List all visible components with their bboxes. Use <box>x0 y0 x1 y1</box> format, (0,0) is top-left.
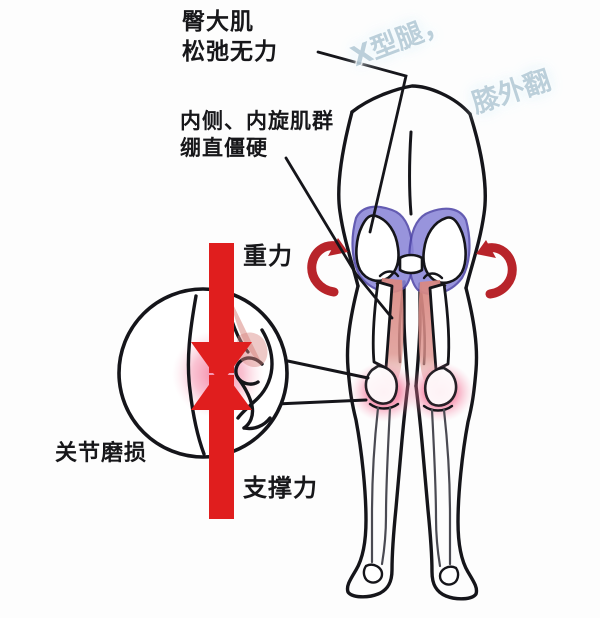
annotation-gravity: 重力 <box>243 242 293 270</box>
support-arrow-head <box>191 368 252 410</box>
pelvis-bones <box>355 214 467 285</box>
annotation-gluteus-maximus: 臀大肌 松弛无力 <box>182 8 278 68</box>
annotation-gluteus-line1: 臀大肌 <box>182 9 254 35</box>
body-outline <box>337 84 487 601</box>
gravity-arrow-head <box>191 342 252 384</box>
ankle-bones <box>362 563 460 586</box>
rotation-arrow-left <box>307 238 348 297</box>
leader-line-glute <box>316 50 408 234</box>
force-arrow-column <box>191 243 252 519</box>
magnifier-connector-lines <box>274 358 370 406</box>
annotation-adductor-line2: 绷直僵硬 <box>180 136 268 161</box>
annotation-support-force: 支撑力 <box>243 474 318 502</box>
rotation-arrow-right <box>476 240 517 299</box>
annotation-adductor-group: 内侧、内旋肌群 绷直僵硬 <box>180 108 334 163</box>
lower-leg-bones <box>370 406 452 568</box>
annotation-adductor-line1: 内侧、内旋肌群 <box>180 109 334 133</box>
leader-lines <box>284 50 408 320</box>
knee-joints <box>364 364 458 412</box>
magnifier-circle <box>117 287 289 459</box>
annotation-gluteus-line2: 松弛无力 <box>182 38 278 65</box>
annotation-joint-wear: 关节磨损 <box>55 441 148 466</box>
femur-bones <box>371 270 451 372</box>
leader-line-adductor <box>284 156 394 320</box>
